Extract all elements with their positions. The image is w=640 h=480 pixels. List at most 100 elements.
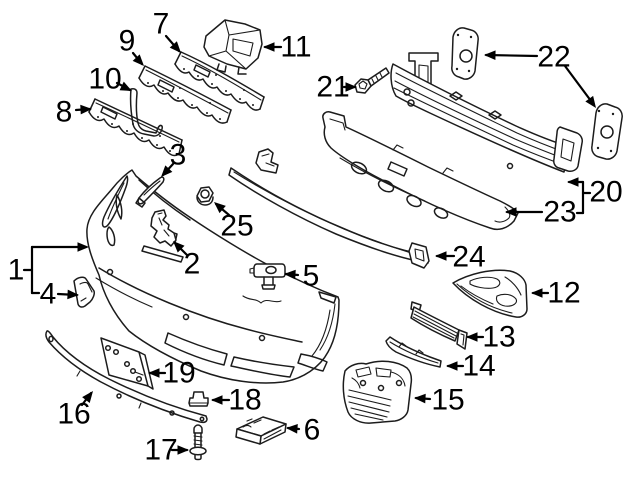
callout-number: 7 xyxy=(153,8,170,41)
part-mount-plate-22b xyxy=(591,103,623,160)
callout-number: 9 xyxy=(119,25,136,58)
arrowhead-icon xyxy=(82,391,93,404)
part-grille-strip-7 xyxy=(174,51,265,111)
callout-number: 17 xyxy=(144,434,177,467)
callout-number: 10 xyxy=(88,63,121,96)
arrowhead-icon xyxy=(263,42,275,52)
callout-number: 23 xyxy=(543,196,576,229)
callout-7: 7 xyxy=(153,8,181,53)
callout-number: 21 xyxy=(316,71,349,104)
part-clip-18 xyxy=(188,391,209,407)
callout-number: 11 xyxy=(280,31,311,64)
callout-number: 4 xyxy=(40,278,57,311)
part-bracket-3 xyxy=(135,176,165,208)
callout-number: 1 xyxy=(8,254,25,287)
callout-6: 6 xyxy=(286,414,321,447)
arrowhead-icon xyxy=(211,395,223,405)
part-grille-strip-9 xyxy=(138,65,232,124)
arrowhead-icon xyxy=(446,361,458,371)
callout-21: 21 xyxy=(316,71,357,104)
arrowhead-icon xyxy=(161,165,173,177)
arrowhead-icon xyxy=(286,424,298,434)
part-bumper-cover xyxy=(86,169,340,384)
arrowhead-icon xyxy=(414,393,426,404)
arrowhead-icon xyxy=(585,95,596,108)
arrowhead-icon xyxy=(345,82,357,92)
arrowhead-icon xyxy=(567,177,579,187)
arrowhead-icon xyxy=(531,288,543,298)
callout-number: 8 xyxy=(56,96,73,129)
part-mount-plate-22a xyxy=(451,27,479,80)
arrowhead-icon xyxy=(173,241,185,253)
callout-number: 2 xyxy=(184,248,201,281)
arrowhead-icon xyxy=(67,289,79,300)
callout-3: 3 xyxy=(161,139,187,177)
arrowhead-icon xyxy=(435,251,447,261)
leader-line xyxy=(563,64,596,107)
arrowhead-icon xyxy=(466,332,478,342)
part-air-duct-11 xyxy=(203,19,263,75)
callout-number: 6 xyxy=(304,414,321,447)
callout-15: 15 xyxy=(414,384,465,417)
callout-17: 17 xyxy=(144,434,189,467)
part-nut-25 xyxy=(196,186,214,206)
part-towhook-cover-4 xyxy=(73,276,95,308)
arrowhead-icon xyxy=(169,41,181,53)
arrowhead-icon xyxy=(148,368,160,378)
arrowhead-icon xyxy=(214,202,226,214)
callout-24: 24 xyxy=(435,241,486,274)
callout-10: 10 xyxy=(88,63,132,96)
callout-number: 13 xyxy=(482,321,515,354)
callout-19: 19 xyxy=(148,357,196,390)
callout-9: 9 xyxy=(119,25,144,66)
arrowhead-icon xyxy=(119,81,132,91)
callout-12: 12 xyxy=(531,277,581,310)
part-center-grille-13 xyxy=(410,301,468,350)
part-trim-strip-14 xyxy=(385,336,442,368)
part-bolt-21 xyxy=(354,67,390,94)
arrowhead-icon xyxy=(284,269,296,280)
callout-number: 19 xyxy=(162,357,195,390)
callout-5: 5 xyxy=(284,260,320,293)
arrowhead-icon xyxy=(80,104,92,115)
arrowhead-icon xyxy=(505,207,517,217)
part-bracket-10 xyxy=(129,88,163,137)
callout-number: 16 xyxy=(57,398,90,431)
callout-number: 5 xyxy=(303,260,320,293)
callout-4: 4 xyxy=(40,278,79,311)
callout-number: 3 xyxy=(170,139,187,172)
callout-number: 25 xyxy=(220,210,253,243)
callout-22: 22 xyxy=(484,41,596,108)
callout-13: 13 xyxy=(466,321,516,354)
part-screw-17 xyxy=(189,424,207,461)
part-license-bracket-19 xyxy=(100,337,154,390)
callout-number: 12 xyxy=(547,277,580,310)
part-clip-5 xyxy=(249,263,286,290)
part-grille-assembly-15 xyxy=(342,360,413,424)
callout-18: 18 xyxy=(211,384,262,417)
part-support-rail-24 xyxy=(228,148,430,269)
callout-number: 15 xyxy=(431,384,464,417)
callout-20: 20 xyxy=(567,176,623,215)
callout-number: 22 xyxy=(537,41,570,74)
part-impact-bar-20 xyxy=(390,52,583,173)
callout-2: 2 xyxy=(173,241,201,281)
arrowhead-icon xyxy=(77,242,89,252)
callout-23: 23 xyxy=(505,196,577,229)
part-spoiler-lip-16 xyxy=(45,330,208,424)
callout-14: 14 xyxy=(446,350,496,383)
callout-number: 18 xyxy=(228,384,261,417)
part-grille-strip-8 xyxy=(88,98,183,157)
arrowhead-icon xyxy=(484,50,496,60)
callout-number: 20 xyxy=(589,176,622,209)
callout-number: 14 xyxy=(462,350,495,383)
callout-16: 16 xyxy=(57,391,93,431)
callout-1: 1 xyxy=(8,242,89,295)
arrowhead-icon xyxy=(132,54,144,66)
part-foglamp-cover-12 xyxy=(452,269,528,318)
part-bracket-2 xyxy=(150,209,177,247)
callout-number: 24 xyxy=(452,241,485,274)
arrowhead-icon xyxy=(177,445,189,455)
